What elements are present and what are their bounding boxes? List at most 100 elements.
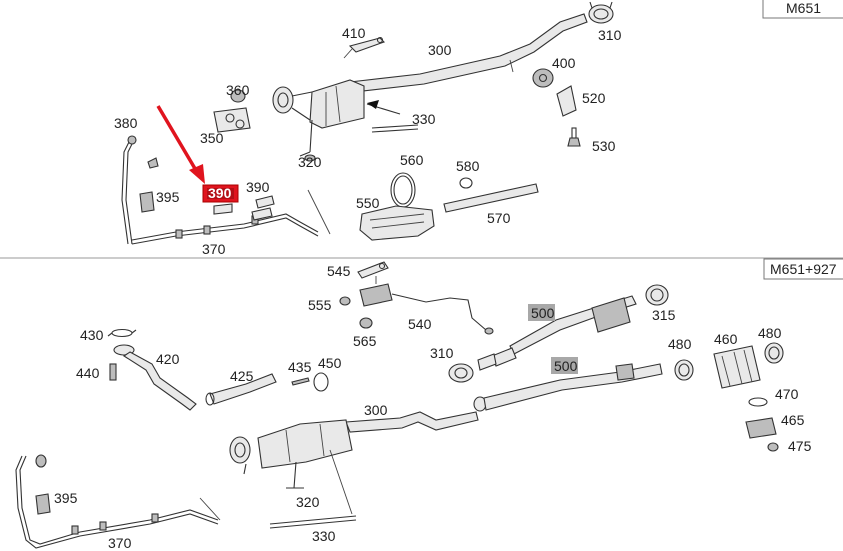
part-530-bolt[interactable] [567,127,581,147]
label-475: 475 [788,438,812,454]
arrow-330-head [367,100,379,109]
label-300: 300 [428,42,452,58]
label-395: 395 [156,189,180,205]
engine-code-label-lower: M651+927 [770,261,837,277]
label-565: 565 [353,333,377,349]
part-370-harness-lower[interactable] [15,454,221,549]
engine-code-box-m651: M651 [762,0,843,19]
part-550-heat-shield[interactable] [359,205,435,241]
engine-code-box-m651-927: M651+927 [763,258,843,280]
part-390-clip[interactable] [213,195,275,221]
part-330-rod[interactable] [371,124,419,133]
part-310-clamp-lower[interactable] [448,353,497,383]
label-440: 440 [76,365,100,381]
part-310-clamp[interactable] [588,1,614,24]
part-500b-pipe[interactable] [473,363,663,412]
label-315: 315 [652,307,676,323]
part-425-hose[interactable] [205,373,277,406]
part-350-gasket[interactable] [213,107,251,133]
label-545: 545 [327,263,351,279]
label-460: 460 [714,331,738,347]
part-320-lower[interactable] [286,461,304,489]
label-480b: 480 [758,325,782,341]
label-430: 430 [80,327,104,343]
part-540-sensor-cable[interactable] [391,293,494,335]
part-400-rubber-mount[interactable] [532,68,554,88]
label-500b: 500 [554,358,578,374]
label-500a: 500 [531,305,555,321]
label-580: 580 [456,158,480,174]
label-370: 370 [202,241,226,257]
part-500a-flex-pipe[interactable] [491,295,637,367]
part-435-bolt[interactable] [291,377,310,386]
red-pointer-arrow [156,105,205,184]
engine-code-label: M651 [786,0,821,16]
label-425: 425 [230,368,254,384]
part-545-bracket[interactable] [357,261,389,279]
label-530: 530 [592,138,616,154]
label-310: 310 [598,27,622,43]
part-315-clamp[interactable] [645,284,669,306]
label-435: 435 [288,359,312,375]
part-380-line[interactable] [121,135,159,245]
label-550: 550 [356,195,380,211]
label-350: 350 [200,130,224,146]
part-330-lower-rod[interactable] [269,449,357,529]
part-440-bolt[interactable] [109,363,117,381]
part-470-spring[interactable] [748,397,768,407]
part-580-clamp[interactable] [459,177,473,189]
label-390: 390 [246,179,270,195]
part-555-nut[interactable] [339,296,351,306]
upper-panel: M651 [121,0,843,245]
part-450-clamp[interactable] [313,372,329,392]
part-410-bracket[interactable] [343,36,386,59]
label-300-lower: 300 [364,402,388,418]
tag-500b: 500 [551,357,578,374]
label-370-lower: 370 [108,535,132,551]
part-dpf-lower[interactable] [229,419,353,475]
label-570: 570 [487,210,511,226]
part-sensor-module[interactable] [359,276,393,307]
label-410: 410 [342,25,366,41]
label-330-lower: 330 [312,528,336,544]
highlight-390-box[interactable]: 390 [202,184,239,203]
part-460-muffler[interactable] [713,345,761,389]
label-330: 330 [412,111,436,127]
label-555: 555 [308,297,332,313]
part-465-mount[interactable] [745,417,777,439]
label-380: 380 [114,115,138,131]
part-480-clamp-a[interactable] [674,359,694,381]
label-480a: 480 [668,336,692,352]
part-360-nut[interactable] [230,89,246,103]
label-310-lower: 310 [430,345,454,361]
label-450: 450 [318,355,342,371]
part-300-lower-pipe[interactable] [345,411,479,433]
label-470: 470 [775,386,799,402]
part-395-clip-lower[interactable] [35,493,51,515]
label-320-lower: 320 [296,494,320,510]
label-520: 520 [582,90,606,106]
label-395-lower: 395 [54,490,78,506]
label-360: 360 [226,82,250,98]
label-420: 420 [156,351,180,367]
part-475-bolt[interactable] [767,442,779,452]
part-dpf-unit[interactable] [272,79,365,129]
part-560-ring[interactable] [390,172,416,208]
label-320: 320 [298,154,322,170]
part-430-gasket[interactable] [107,328,137,338]
part-570-tube[interactable] [443,183,539,213]
label-540: 540 [408,316,432,332]
label-560: 560 [400,152,424,168]
part-420-pipe[interactable] [113,344,197,411]
part-320-sensor[interactable] [299,119,316,162]
label-400: 400 [552,55,576,71]
lower-panel: M651+927 [15,258,843,549]
part-395-clip[interactable] [139,191,155,213]
part-480-clamp-b[interactable] [764,342,784,364]
label-465: 465 [781,412,805,428]
highlight-390-label: 390 [208,185,232,201]
tag-500a: 500 [528,304,555,321]
part-520-bracket[interactable] [556,85,577,117]
part-565-nut[interactable] [359,317,373,329]
part-300-exhaust-pipe[interactable] [349,13,588,93]
